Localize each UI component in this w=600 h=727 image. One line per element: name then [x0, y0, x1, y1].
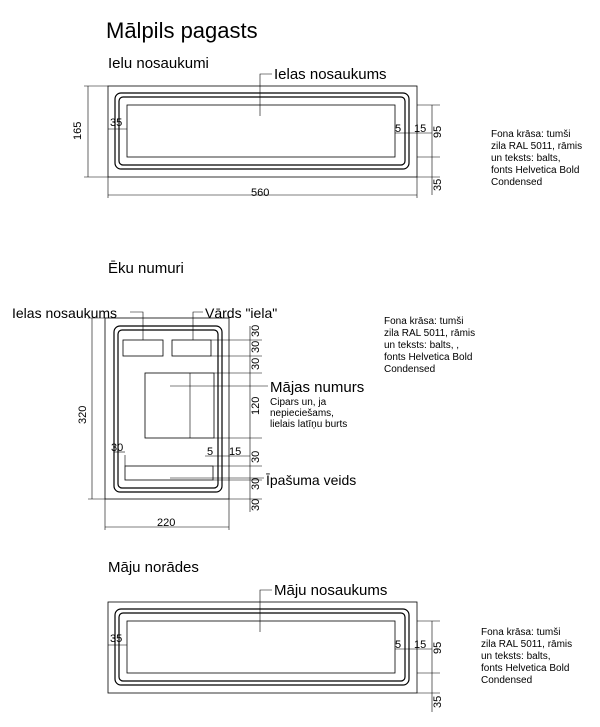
building-dim-120: 120 — [250, 397, 262, 415]
house-sign — [107, 589, 418, 694]
building-dim-30d: 30 — [250, 451, 262, 463]
street-text-field — [126, 104, 396, 158]
house-label-leader — [259, 589, 272, 632]
building-dim-height: 320 — [77, 406, 89, 424]
svg-text:nepieciešams,: nepieciešams, — [270, 408, 334, 419]
building-dim-15: 15 — [229, 446, 241, 458]
street-dimensions — [84, 85, 440, 198]
building-note: Fona krāsa: tumši zila RAL 5011, rāmis u… — [384, 316, 475, 375]
street-heading: Ielu nosaukumi — [108, 55, 209, 72]
svg-text:un teksts: balts,: un teksts: balts, — [491, 153, 560, 164]
svg-text:Condensed: Condensed — [491, 177, 542, 188]
building-label-number: Mājas numurs — [270, 379, 364, 396]
house-heading: Māju norādes — [108, 559, 199, 576]
street-dim-inner: 5 — [395, 123, 401, 135]
building-label-street: Ielas nosaukums — [12, 305, 117, 321]
svg-text:fonts Helvetica Bold: fonts Helvetica Bold — [481, 663, 569, 674]
house-dim-text: 95 — [432, 642, 444, 654]
building-dim-5: 5 — [207, 446, 213, 458]
house-dimensions — [108, 620, 440, 712]
street-label-leader — [259, 73, 272, 116]
svg-text:Condensed: Condensed — [384, 364, 435, 375]
building-dim-30c: 30 — [250, 358, 262, 370]
svg-text:Cipars un, ja: Cipars un, ja — [270, 397, 327, 408]
street-label: Ielas nosaukums — [274, 66, 387, 83]
street-dim-height: 165 — [72, 122, 84, 140]
house-dim-left: 35 — [110, 633, 122, 645]
street-dim-text: 95 — [432, 126, 444, 138]
building-label-property: Īpašuma veids — [266, 472, 356, 488]
building-sign-outline — [104, 317, 230, 500]
street-name-leader — [130, 311, 144, 340]
house-dim-inner: 5 — [395, 639, 401, 651]
street-dim-width: 560 — [251, 187, 269, 199]
house-dim-frame: 15 — [414, 639, 426, 651]
building-dim-30f: 30 — [250, 478, 262, 490]
page-title: Mālpils pagasts — [106, 18, 258, 43]
house-note: Fona krāsa: tumši zila RAL 5011, rāmis u… — [481, 627, 572, 686]
street-sign — [107, 73, 418, 178]
svg-text:Fona krāsa: tumši: Fona krāsa: tumši — [491, 129, 570, 140]
svg-text:fonts Helvetica Bold: fonts Helvetica Bold — [384, 352, 472, 363]
building-dimensions — [88, 317, 262, 530]
svg-text:Condensed: Condensed — [481, 675, 532, 686]
building-sign — [104, 311, 268, 500]
building-dim-30b: 30 — [250, 341, 262, 353]
street-name-box — [122, 339, 164, 357]
house-number-description: Cipars un, ja nepieciešams, lielais latī… — [270, 397, 347, 430]
svg-text:zila RAL 5011, rāmis: zila RAL 5011, rāmis — [481, 639, 572, 650]
svg-text:un teksts: balts, ,: un teksts: balts, , — [384, 340, 459, 351]
svg-text:Fona krāsa: tumši: Fona krāsa: tumši — [481, 627, 560, 638]
house-sign-outline — [107, 601, 418, 694]
svg-text:Fona krāsa: tumši: Fona krāsa: tumši — [384, 316, 463, 327]
property-type-box — [124, 465, 214, 481]
building-sign-frame-inner — [117, 329, 219, 489]
svg-text:zila RAL 5011, rāmis: zila RAL 5011, rāmis — [491, 141, 582, 152]
svg-text:lielais latīņu burts: lielais latīņu burts — [270, 419, 347, 430]
building-heading: Ēku numuri — [108, 260, 184, 277]
building-sign-frame-outer — [113, 325, 223, 493]
building-dim-width: 220 — [157, 517, 175, 529]
street-sign-outline — [107, 85, 418, 178]
street-dim-frame: 15 — [414, 123, 426, 135]
street-sign-frame-outer — [114, 92, 410, 170]
word-iela-leader — [192, 311, 203, 340]
building-label-word: Vārds "iela" — [205, 305, 277, 321]
house-text-field — [126, 620, 396, 674]
word-iela-box — [171, 339, 212, 357]
building-dim-30e: 30 — [111, 442, 123, 454]
svg-text:fonts Helvetica Bold: fonts Helvetica Bold — [491, 165, 579, 176]
building-dim-30a: 30 — [250, 325, 262, 337]
street-sign-frame-inner — [118, 96, 406, 166]
building-dim-30g: 30 — [250, 499, 262, 511]
house-sign-frame-outer — [114, 608, 410, 686]
street-dim-left: 35 — [110, 117, 122, 129]
house-dim-bottom: 35 — [432, 696, 444, 708]
svg-text:un teksts: balts,: un teksts: balts, — [481, 651, 550, 662]
house-sign-frame-inner — [118, 612, 406, 682]
street-note: Fona krāsa: tumši zila RAL 5011, rāmis u… — [491, 129, 582, 188]
svg-text:zila RAL 5011, rāmis: zila RAL 5011, rāmis — [384, 328, 475, 339]
house-number-box — [144, 372, 215, 439]
house-label: Māju nosaukums — [274, 582, 387, 599]
street-dim-bottom: 35 — [432, 179, 444, 191]
